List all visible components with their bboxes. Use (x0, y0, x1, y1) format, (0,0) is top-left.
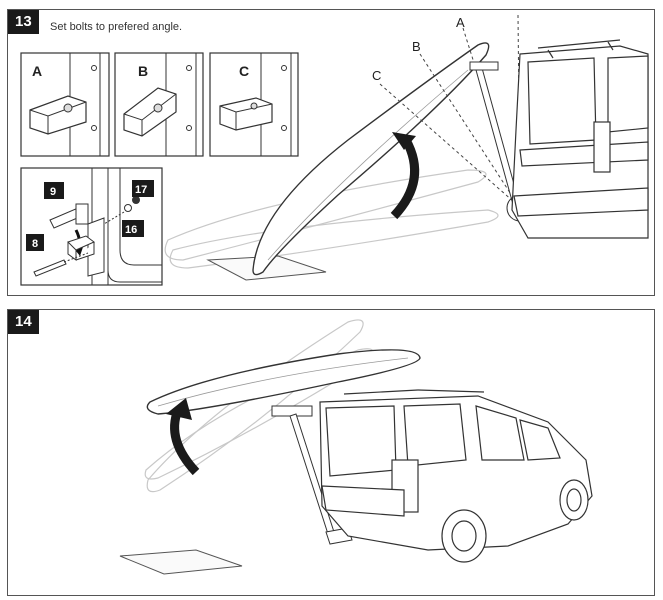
badge-part-17: 17 (132, 180, 154, 197)
option-a-label: A (32, 63, 42, 79)
badge-part-9: 9 (44, 182, 64, 199)
parts-detail-box: 9 8 17 16 (20, 167, 163, 286)
option-box-b: B (114, 52, 204, 157)
badge-part-16: 16 (122, 220, 144, 237)
step-13-illustration: A B C (20, 14, 649, 286)
svg-text:8: 8 (32, 238, 38, 250)
svg-text:17: 17 (135, 184, 147, 196)
part-17-nut (103, 196, 140, 225)
step-14-panel: 14 (7, 309, 655, 596)
angle-label-a: A (456, 15, 465, 30)
option-box-c: C (209, 52, 299, 157)
step-number-14: 14 (8, 310, 39, 334)
option-box-a: A (20, 52, 110, 157)
svg-text:9: 9 (50, 186, 56, 198)
angle-label-b: B (412, 39, 421, 54)
badge-part-8: 8 (26, 234, 44, 251)
step-14-illustration (119, 319, 593, 575)
step-13-panel: 13 Set bolts to prefered angle. A B (7, 9, 655, 296)
svg-text:16: 16 (125, 224, 137, 236)
vehicle-13 (511, 39, 649, 239)
board-main-13 (252, 42, 490, 276)
step-number-13: 13 (8, 10, 39, 34)
angle-label-c: C (372, 68, 381, 83)
step-13-instruction: Set bolts to prefered angle. (50, 21, 183, 33)
option-c-label: C (239, 63, 249, 79)
vehicle-14 (319, 389, 593, 563)
rotate-arrow-13 (390, 137, 420, 220)
option-b-label: B (138, 63, 148, 79)
part-8-bolt (33, 252, 89, 277)
part-9-handle (49, 203, 89, 229)
